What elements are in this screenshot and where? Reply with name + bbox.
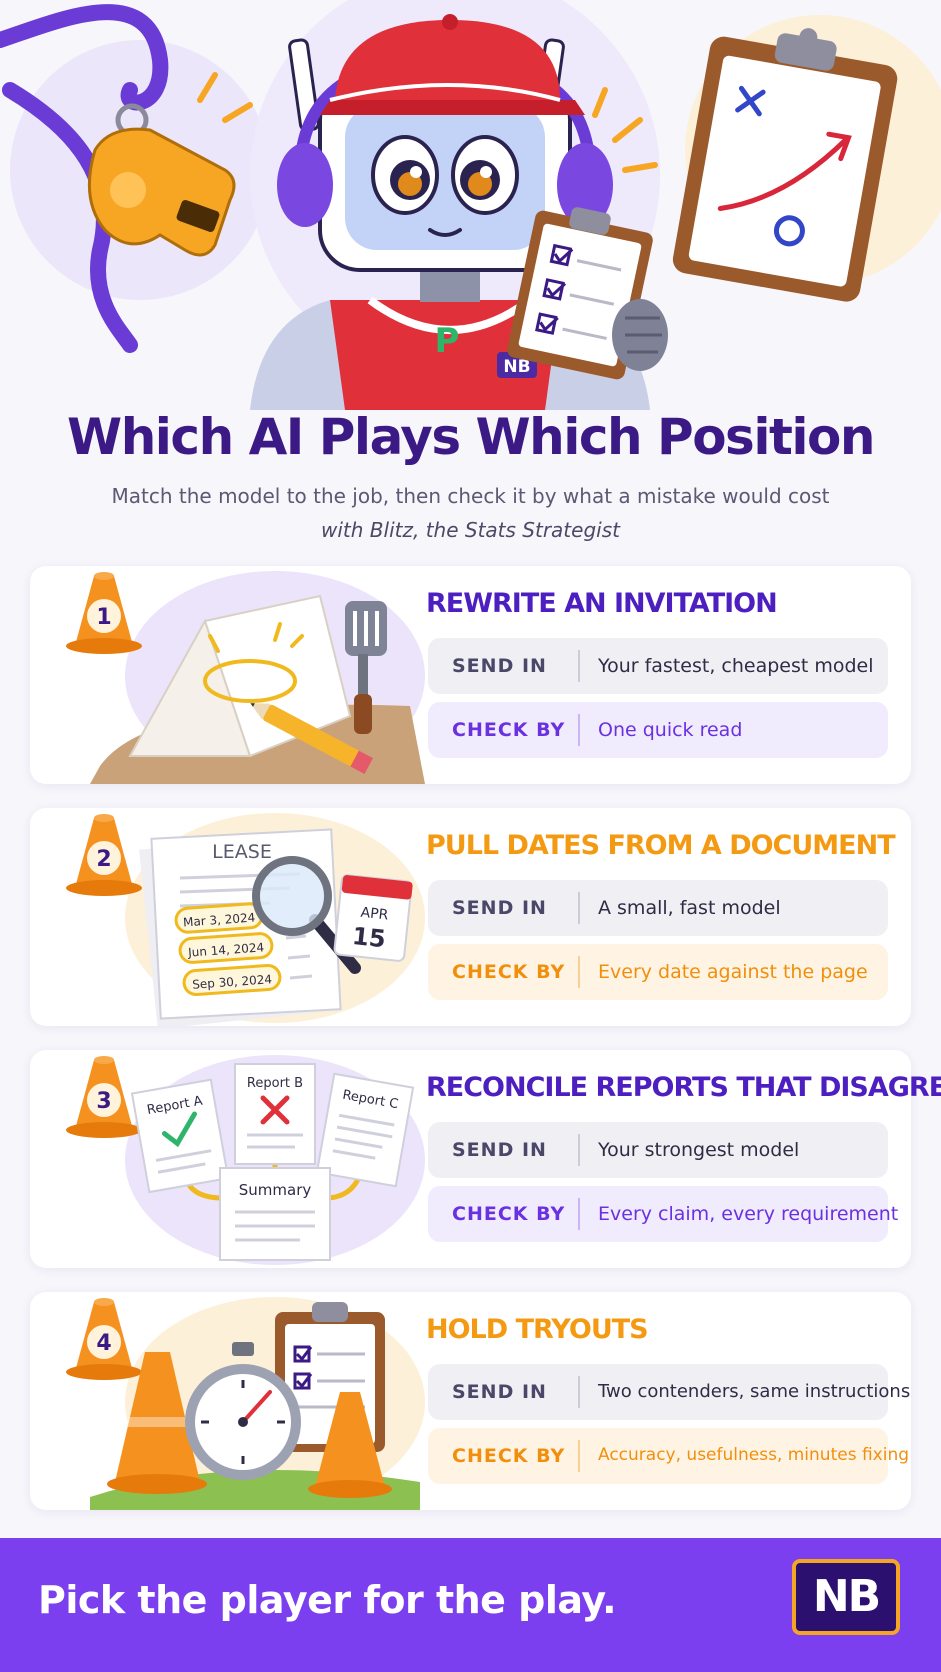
- summary-label: Summary: [239, 1181, 312, 1199]
- divider: [578, 1440, 580, 1472]
- date-chip: Sep 30, 2024: [192, 972, 273, 992]
- check-by-row: CHECK BY One quick read: [428, 702, 888, 758]
- send-in-row: SEND IN Your fastest, cheapest model: [428, 638, 888, 694]
- check-by-value: Every claim, every requirement: [598, 1203, 899, 1225]
- brand-logo: NB: [792, 1559, 900, 1635]
- checkmark-icon: [161, 1111, 198, 1148]
- divider: [578, 892, 580, 924]
- traffic-cone-icon: 1: [66, 572, 142, 654]
- traffic-cone-icon: [308, 1392, 392, 1498]
- card-pull-dates: 2 LEASE Mar 3, 2024 Jun 14, 2024 Sep 30,…: [30, 808, 911, 1029]
- svg-text:1: 1: [96, 605, 111, 630]
- svg-text:APR: APR: [360, 905, 390, 924]
- divider: [578, 1376, 580, 1408]
- hero-illustration: P NB: [0, 0, 941, 410]
- card-heading: RECONCILE REPORTS THAT DISAGREE: [426, 1072, 941, 1103]
- svg-text:4: 4: [96, 1331, 111, 1356]
- mascot-logo: P: [435, 321, 460, 361]
- divider: [578, 650, 580, 682]
- whistle-icon: [0, 4, 253, 353]
- clipboard-icon: [672, 28, 898, 302]
- pencil-icon: [250, 703, 373, 775]
- mascot-badge: NB: [503, 357, 530, 377]
- send-in-value: Two contenders, same instructions: [598, 1381, 911, 1402]
- checkmark-icon: [535, 243, 622, 340]
- check-by-row: CHECK BY Accuracy, usefulness, minutes f…: [428, 1428, 909, 1484]
- send-in-value: A small, fast model: [598, 897, 781, 919]
- send-in-value: Your fastest, cheapest model: [598, 655, 874, 677]
- traffic-cone-icon: 3: [66, 1056, 142, 1138]
- card-illustration: 3 Report A Report B Report C Summary: [30, 1050, 430, 1268]
- page-title: Which AI Plays Which Position: [67, 408, 875, 466]
- send-in-label: SEND IN: [452, 655, 547, 677]
- check-by-label: CHECK BY: [452, 1445, 566, 1467]
- calendar-icon: APR 15: [333, 874, 413, 962]
- divider: [578, 1198, 580, 1230]
- stopwatch-icon: [185, 1342, 301, 1480]
- svg-text:15: 15: [351, 922, 387, 953]
- card-illustration: 1: [30, 566, 430, 784]
- divider: [578, 714, 580, 746]
- send-in-row: SEND IN Your strongest model: [428, 1122, 888, 1178]
- check-by-label: CHECK BY: [452, 719, 566, 741]
- card-illustration: 2 LEASE Mar 3, 2024 Jun 14, 2024 Sep 30,…: [30, 808, 430, 1029]
- page-subtitle: Match the model to the job, then check i…: [111, 484, 830, 508]
- document-title: LEASE: [212, 841, 272, 863]
- traffic-cone-icon: [107, 1352, 207, 1494]
- check-by-label: CHECK BY: [452, 1203, 566, 1225]
- send-in-label: SEND IN: [452, 1381, 547, 1403]
- svg-text:3: 3: [96, 1089, 111, 1114]
- traffic-cone-icon: 2: [66, 814, 142, 896]
- traffic-cone-icon: 4: [66, 1298, 142, 1380]
- spatula-icon: [345, 601, 387, 734]
- check-by-row: CHECK BY Every date against the page: [428, 944, 888, 1000]
- send-in-row: SEND IN Two contenders, same instruction…: [428, 1364, 910, 1420]
- send-in-label: SEND IN: [452, 1139, 547, 1161]
- check-by-value: Every date against the page: [598, 961, 868, 983]
- date-chip: Jun 14, 2024: [187, 940, 265, 959]
- report-label: Report B: [247, 1076, 303, 1091]
- card-rewrite-invitation: 1 REWRITE AN INVITATION SEND IN Your fa: [30, 566, 911, 784]
- send-in-value: Your strongest model: [598, 1139, 800, 1161]
- check-by-value: Accuracy, usefulness, minutes fixing: [598, 1445, 910, 1465]
- card-reconcile-reports: 3 Report A Report B Report C Summary REC: [30, 1050, 941, 1268]
- check-by-label: CHECK BY: [452, 961, 566, 983]
- footer-banner: Pick the player for the play. NB: [0, 1538, 941, 1672]
- divider: [578, 1134, 580, 1166]
- send-in-row: SEND IN A small, fast model: [428, 880, 888, 936]
- send-in-label: SEND IN: [452, 897, 547, 919]
- card-heading: REWRITE AN INVITATION: [426, 588, 778, 619]
- cross-icon: [260, 1095, 290, 1125]
- card-heading: PULL DATES FROM A DOCUMENT: [426, 830, 896, 861]
- divider: [578, 956, 580, 988]
- check-by-row: CHECK BY Every claim, every requirement: [428, 1186, 898, 1242]
- card-hold-tryouts: 4: [30, 1292, 911, 1510]
- card-illustration: 4: [30, 1292, 430, 1510]
- check-by-value: One quick read: [598, 719, 743, 741]
- svg-text:2: 2: [96, 847, 111, 872]
- byline: with Blitz, the Stats Strategist: [321, 518, 620, 542]
- magnifier-icon: [252, 856, 361, 974]
- robot-mascot: P NB: [250, 14, 668, 410]
- footer-tagline: Pick the player for the play.: [38, 1578, 617, 1622]
- card-heading: HOLD TRYOUTS: [426, 1314, 649, 1345]
- date-chip: Mar 3, 2024: [183, 910, 256, 929]
